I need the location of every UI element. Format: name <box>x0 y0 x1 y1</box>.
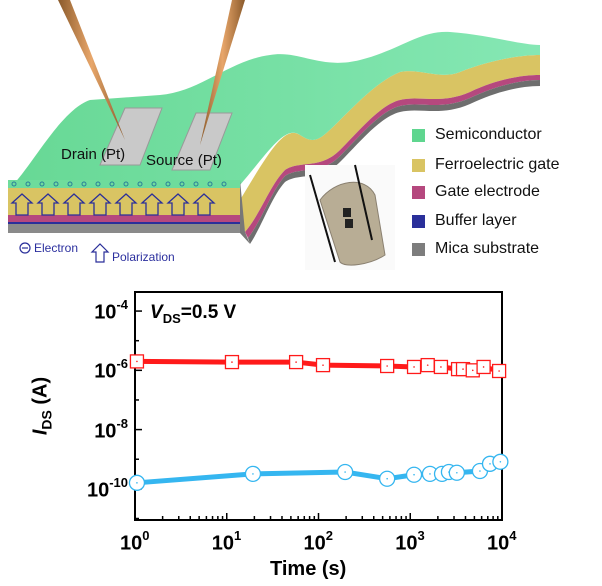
tick-base: 10 <box>86 479 110 502</box>
data-point-center <box>344 471 346 473</box>
polarization-label: Polarization <box>112 250 175 264</box>
tick-base: 10 <box>94 301 117 324</box>
data-point-center <box>426 364 429 366</box>
x-tick-label: 104 <box>487 528 517 556</box>
data-point-center <box>136 360 138 363</box>
electron-label: Electron <box>34 241 79 255</box>
data-point-center <box>499 460 502 463</box>
y-tick-label: 10-8 <box>94 415 128 444</box>
data-point-center <box>136 482 138 484</box>
x-tick-label: 101 <box>211 528 242 556</box>
front-gate-electrode <box>8 215 240 222</box>
data-point-center <box>231 361 233 363</box>
tick-exp: -6 <box>116 356 128 372</box>
legend-item-ferroelectric: Ferroelectric gate <box>412 156 560 174</box>
data-point-center <box>322 364 324 366</box>
front-buffer <box>8 222 240 224</box>
ylabel-sub: DS <box>38 410 55 430</box>
source-electrode <box>171 112 233 171</box>
tick-exp: -8 <box>116 415 128 431</box>
swatch <box>412 185 425 199</box>
data-point-center <box>498 370 500 372</box>
data-point-center <box>471 369 474 372</box>
swatch <box>412 242 425 256</box>
x-axis-title: Time (s) <box>270 558 347 580</box>
data-point-center <box>252 473 254 475</box>
drain-label: Drain (Pt) <box>61 146 126 163</box>
device-diagram <box>8 0 540 270</box>
probe-tip-drain <box>58 0 125 140</box>
tick-base: 10 <box>94 360 117 383</box>
data-point-center <box>440 366 442 368</box>
device-photo-inset <box>305 164 395 270</box>
legend-label: Gate electrode <box>435 183 540 200</box>
data-point-center <box>386 365 388 367</box>
tick-base: 10 <box>120 532 143 555</box>
y-tick-label: 10-10 <box>86 474 128 503</box>
drain-electrode <box>99 107 163 166</box>
source-label: Source (Pt) <box>146 152 222 169</box>
tick-exp: 2 <box>325 528 333 543</box>
tick-exp: 3 <box>417 528 425 543</box>
data-point-center <box>462 368 464 370</box>
tick-exp: 1 <box>234 528 242 543</box>
data-point-center <box>413 366 415 368</box>
x-tick-label: 100 <box>120 528 150 556</box>
x-tick-label: 102 <box>303 528 333 556</box>
vds-annotation: VDS=0.5 V <box>150 302 236 326</box>
tick-exp: -10 <box>109 474 128 490</box>
data-point-center <box>456 471 458 474</box>
electron-icon <box>19 242 31 254</box>
legend-item-buffer: Buffer layer <box>412 212 517 230</box>
tick-base: 10 <box>94 420 117 443</box>
legend-item-semiconductor: Semiconductor <box>412 126 542 144</box>
annotation-sub: DS <box>162 310 181 326</box>
probe-tip-source <box>200 0 245 145</box>
polarization-icon <box>90 243 110 263</box>
annotation-v: V <box>150 302 163 323</box>
tick-exp: -4 <box>116 297 128 313</box>
x-tick-label: 103 <box>395 528 425 556</box>
data-point-center <box>479 470 481 472</box>
y-tick-label: 10-6 <box>94 356 128 384</box>
ylabel-rest: (A) <box>29 376 52 411</box>
front-ferroelectric <box>8 188 240 215</box>
tick-base: 10 <box>395 532 418 555</box>
y-tick-label: 10-4 <box>94 297 128 325</box>
legend-label: Ferroelectric gate <box>435 156 560 173</box>
swatch <box>412 214 425 228</box>
swatch <box>412 128 425 142</box>
tick-base: 10 <box>303 532 326 555</box>
electron-dots <box>11 181 227 187</box>
data-point-center <box>413 473 415 476</box>
data-point-center <box>429 473 431 475</box>
data-point-center <box>386 477 388 480</box>
data-point-center <box>489 463 491 465</box>
data-point-center <box>295 361 297 363</box>
wave-side-layers <box>240 55 540 232</box>
front-mica <box>8 224 240 233</box>
swatch <box>412 158 425 172</box>
legend-label: Buffer layer <box>435 212 517 229</box>
tick-base: 10 <box>211 532 234 555</box>
legend-item-mica: Mica substrate <box>412 240 539 258</box>
polarization-arrows <box>10 193 216 216</box>
tick-exp: 0 <box>142 528 150 543</box>
legend-label: Semiconductor <box>435 126 542 143</box>
plot-frame <box>134 291 503 521</box>
data-point-center <box>482 366 485 368</box>
legend-label: Mica substrate <box>435 240 540 257</box>
legend-item-gate-electrode: Gate electrode <box>412 183 540 201</box>
tick-exp: 4 <box>509 528 517 543</box>
y-axis-title: IDS (A) <box>30 377 55 435</box>
ylabel-i: I <box>29 429 52 436</box>
annotation-rest: =0.5 V <box>180 302 237 323</box>
tick-base: 10 <box>487 532 510 555</box>
